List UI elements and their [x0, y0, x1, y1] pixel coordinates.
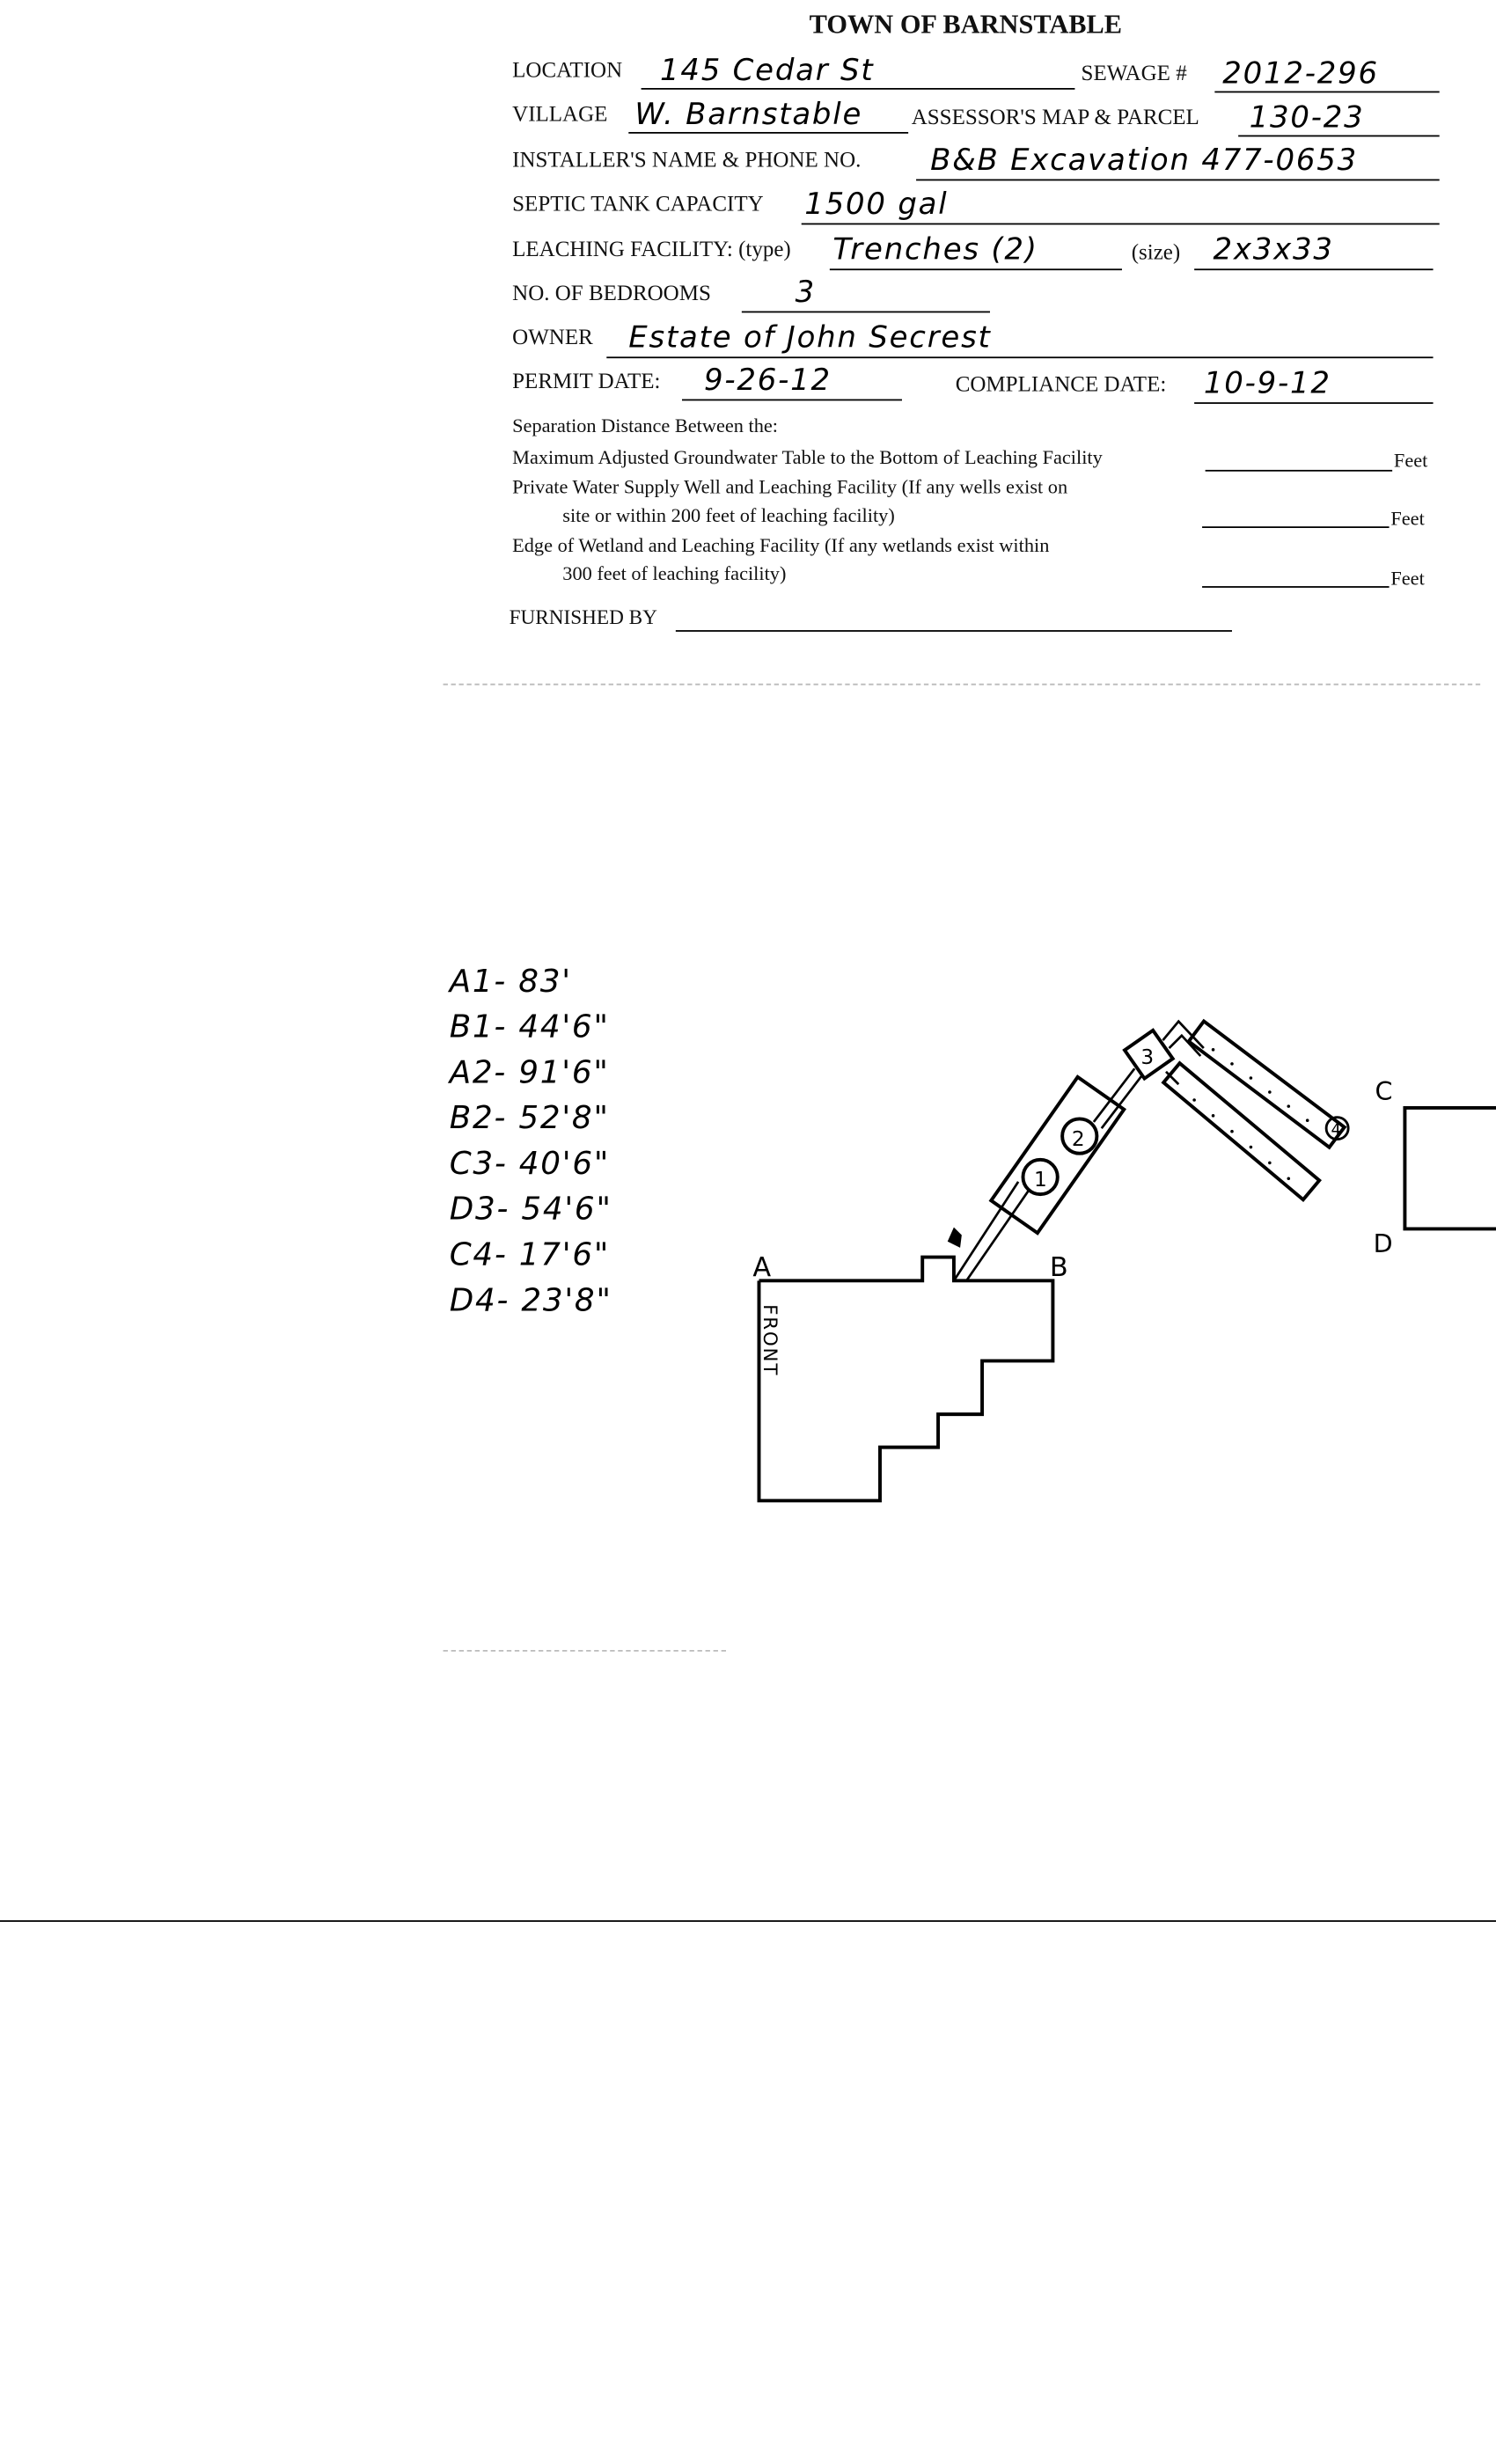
sewer-pipe [952, 1067, 1144, 1282]
measurement-b2: B2- 52'8" [449, 1098, 610, 1137]
measurement-a2: A2- 91'6" [449, 1052, 610, 1091]
owner-label: OWNER [512, 326, 593, 351]
permit-value: 9-26-12 [703, 363, 832, 398]
location-line [641, 87, 1075, 90]
trench-dots [1192, 1048, 1309, 1181]
front-label: FRONT [759, 1304, 781, 1376]
sewage-line [1214, 91, 1440, 93]
tank-line [801, 223, 1440, 225]
leaching-label: LEACHING FACILITY: (type) [512, 238, 791, 263]
compliance-label: COMPLIANCE DATE: [955, 373, 1167, 398]
separation-groundwater: Maximum Adjusted Groundwater Table to th… [512, 446, 1103, 469]
map-parcel-line [1238, 135, 1440, 137]
form-title: TOWN OF BARNSTABLE [809, 9, 1123, 40]
cleanout-marker [947, 1227, 962, 1248]
furnished-label: FURNISHED BY [509, 605, 657, 629]
leaching-trench-lower [1161, 1060, 1322, 1202]
adjacent-structure [1403, 1105, 1496, 1231]
house-outline [757, 1255, 1055, 1503]
separation-wetland-1: Edge of Wetland and Leaching Facility (I… [512, 534, 1050, 557]
compliance-value: 10-9-12 [1203, 366, 1331, 401]
bedrooms-line [741, 311, 990, 313]
location-value: 145 Cedar St [659, 53, 875, 88]
corner-label-c: C [1375, 1076, 1392, 1106]
size-label: (size) [1131, 241, 1181, 266]
separation-well-2: site or within 200 feet of leaching faci… [562, 504, 895, 527]
location-label: LOCATION [512, 59, 623, 84]
leaching-type-value: Trenches (2) [832, 232, 1038, 268]
corner-label-b: B [1050, 1252, 1068, 1283]
separation-wetland-2: 300 feet of leaching facility) [562, 562, 787, 585]
tank-label-1: 1 [1034, 1168, 1047, 1192]
well-feet: Feet [1390, 507, 1425, 530]
groundwater-feet: Feet [1393, 449, 1428, 472]
corner-label-a: A [752, 1252, 771, 1283]
owner-line [606, 356, 1434, 359]
groundwater-feet-line [1205, 469, 1393, 472]
owner-value: Estate of John Secrest [628, 320, 992, 356]
tank-value: 1500 gal [804, 187, 949, 222]
sewage-label: SEWAGE # [1081, 62, 1187, 87]
leaching-type-line [829, 268, 1122, 271]
installer-label: INSTALLER'S NAME & PHONE NO. [512, 149, 862, 173]
scan-divider-top [443, 683, 1481, 686]
measurement-d4: D4- 23'8" [449, 1280, 612, 1319]
trench-label-4: 4 [1331, 1120, 1340, 1139]
dbox-label-3: 3 [1140, 1045, 1154, 1069]
installer-value: B&B Excavation 477-0653 [930, 143, 1358, 178]
village-label: VILLAGE [512, 103, 608, 128]
trench-inspection-4 [1324, 1116, 1350, 1141]
installer-line [916, 179, 1440, 181]
bedrooms-label: NO. OF BEDROOMS [512, 282, 711, 307]
permit-label: PERMIT DATE: [512, 370, 661, 395]
well-feet-line [1202, 526, 1390, 528]
separation-well-1: Private Water Supply Well and Leaching F… [512, 476, 1068, 499]
distribution-box [1122, 1028, 1176, 1082]
permit-line [681, 399, 902, 401]
scan-divider-bottom [443, 1649, 726, 1652]
village-value: W. Barnstable [634, 97, 863, 132]
compliance-line [1194, 402, 1434, 404]
tank-compartment-1 [1021, 1157, 1060, 1197]
tank-label: SEPTIC TANK CAPACITY [512, 193, 764, 217]
bedrooms-value: 3 [795, 275, 816, 310]
measurement-c3: C3- 40'6" [449, 1143, 611, 1182]
village-line [628, 131, 909, 134]
page-rule [0, 1920, 1496, 1922]
leaching-trench-upper [1186, 1018, 1347, 1150]
map-parcel-value: 130-23 [1249, 100, 1365, 136]
size-value: 2x3x33 [1213, 232, 1334, 268]
separation-heading: Separation Distance Between the: [512, 414, 779, 437]
map-parcel-label: ASSESSOR'S MAP & PARCEL [911, 106, 1199, 131]
measurement-b1: B1- 44'6" [449, 1007, 610, 1045]
measurement-c4: C4- 17'6" [449, 1235, 611, 1273]
size-line [1194, 268, 1434, 271]
wetland-feet: Feet [1390, 567, 1425, 590]
measurement-a1: A1- 83' [449, 961, 572, 1000]
trench-connectors [1162, 1019, 1205, 1086]
tank-compartment-2 [1060, 1117, 1099, 1155]
wetland-feet-line [1202, 586, 1390, 588]
tank-label-2: 2 [1072, 1127, 1085, 1151]
septic-tank [988, 1074, 1127, 1236]
furnished-line [675, 630, 1232, 632]
corner-label-d: D [1374, 1228, 1393, 1258]
sewage-value: 2012-296 [1222, 56, 1379, 92]
measurement-d3: D3- 54'6" [449, 1189, 612, 1228]
